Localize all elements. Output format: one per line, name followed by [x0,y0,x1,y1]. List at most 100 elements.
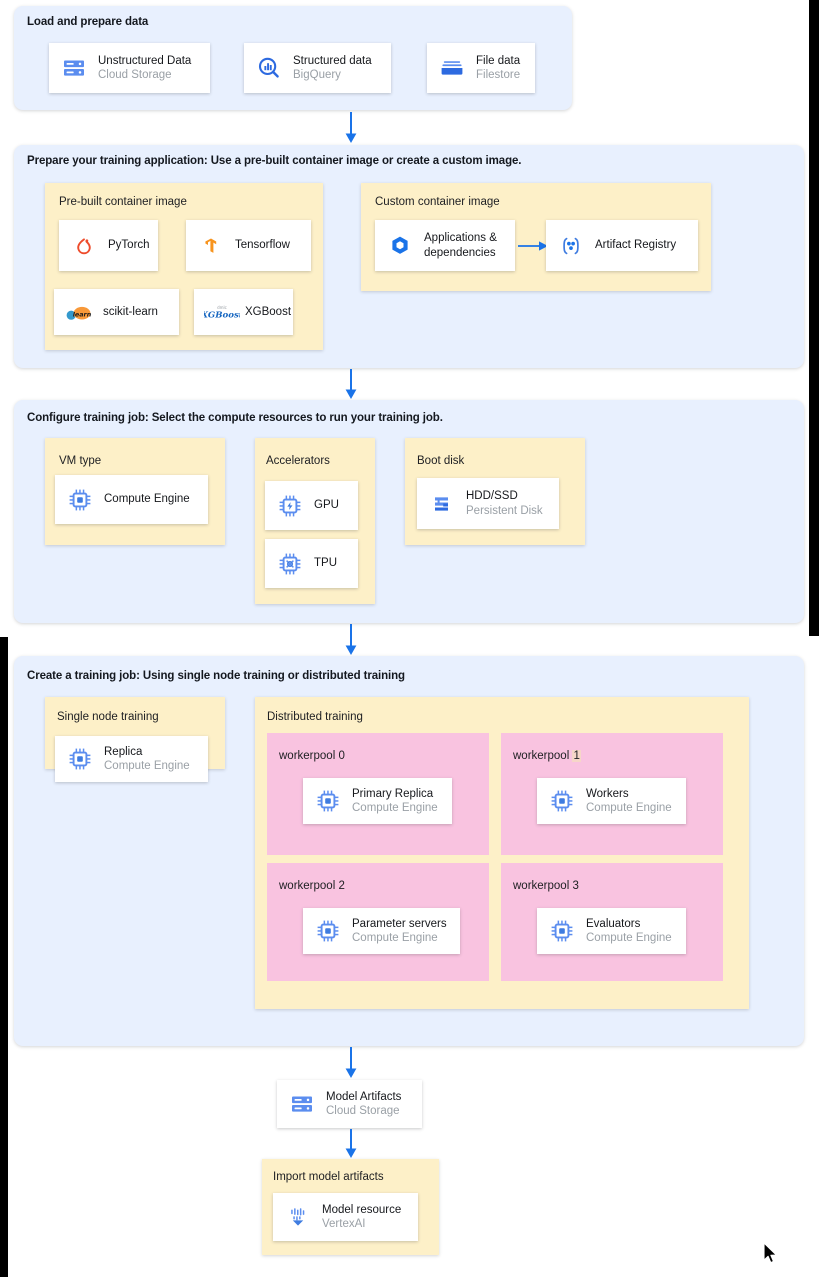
card-title: HDD/SSD [466,490,518,503]
card-unstructured-data[interactable]: Unstructured Data Cloud Storage [49,43,210,93]
card-subtitle: VertexAI [322,1218,366,1230]
group-custom-title: Custom container image [375,196,500,208]
connector-load-to-prepare [343,112,359,144]
card-file-data[interactable]: File data Filestore [427,43,535,93]
screen-edge-band-right [809,0,819,636]
card-parameter-servers[interactable]: Parameter servers Compute Engine [303,908,474,968]
group-vm-type-title: VM type [59,455,102,467]
card-compute-engine-vm[interactable]: Compute Engine [55,475,208,524]
filestore-icon [437,53,467,83]
card-title: Structured data [293,54,372,67]
card-subtitle: Compute Engine [586,932,672,944]
card-model-artifacts[interactable]: Model Artifacts Cloud Storage [277,1080,422,1128]
card-subtitle: Filestore [476,69,521,81]
scikit-learn-icon: learn [64,297,94,327]
card-subtitle: Persistent Disk [466,504,543,517]
pool-workerpool-0-title: workerpool 0 [279,750,345,762]
screen-edge-band-left [0,637,8,1277]
svg-text:learn: learn [73,311,92,319]
persistent-disk-icon [427,489,457,519]
card-title: Primary Replica [352,787,434,800]
pool-workerpool-1-title: workerpool 1 [513,750,581,762]
card-artifact-registry[interactable]: Artifact Registry [546,220,698,271]
svg-text:dmlc: dmlc [217,305,227,310]
card-title: Evaluators [586,917,641,930]
card-title: Workers [586,787,629,800]
artifact-registry-icon [556,231,586,261]
tpu-chip-icon [275,549,305,579]
gpu-chip-icon [275,491,305,521]
pool-label: workerpool [513,750,573,762]
group-accelerators-title: Accelerators [266,455,330,467]
card-xgboost[interactable]: dmlc XGBoost XGBoost [194,289,293,335]
container-icon [385,231,415,261]
card-applications-and-dependencies[interactable]: Applications & dependencies [375,220,515,271]
card-pytorch[interactable]: PyTorch [59,220,158,271]
card-subtitle: Compute Engine [104,760,190,772]
card-title: scikit-learn [103,305,158,318]
connector-artifacts-to-import [343,1129,359,1159]
pool-label: workerpool 0 [279,750,345,762]
group-pre-built-title: Pre-built container image [59,196,187,208]
pytorch-icon [69,231,99,261]
svg-text:XGBoost: XGBoost [204,311,240,321]
card-subtitle: Cloud Storage [326,1105,400,1117]
cpu-chip-icon [313,916,343,946]
card-title: File data [476,54,521,67]
card-title: Compute Engine [104,493,190,506]
card-title: GPU [314,499,339,512]
card-structured-data[interactable]: Structured data BigQuery [244,43,391,93]
pool-workerpool-2-title: workerpool 2 [279,880,345,892]
stage-create-title: Create a training job: Using single node… [27,670,405,682]
pool-label: workerpool 3 [513,880,579,892]
cpu-chip-icon [547,786,577,816]
connector-configure-to-create [343,624,359,656]
connector-create-to-model-artifacts [343,1047,359,1079]
card-title: Model resource [322,1203,402,1216]
card-title: Tensorflow [235,239,290,252]
vertex-ai-icon [283,1202,313,1232]
card-scikit-learn[interactable]: learn scikit-learn [54,289,179,335]
card-title: Model Artifacts [326,1090,402,1103]
card-workers[interactable]: Workers Compute Engine [537,778,700,838]
card-title: TPU [314,557,337,570]
group-distributed-title: Distributed training [267,711,363,723]
card-title: Applications & dependencies [424,232,497,259]
card-tensorflow[interactable]: Tensorflow [186,220,311,271]
card-evaluators[interactable]: Evaluators Compute Engine [537,908,700,968]
connector-prepare-to-configure [343,369,359,400]
cpu-chip-icon [547,916,577,946]
bigquery-icon [254,53,284,83]
card-subtitle: Cloud Storage [98,69,172,81]
card-replica[interactable]: Replica Compute Engine [55,736,208,782]
stage-prepare-title: Prepare your training application: Use a… [27,155,522,167]
card-model-resource[interactable]: Model resource VertexAI [273,1193,418,1241]
card-title: Artifact Registry [595,239,677,252]
cpu-chip-icon [65,485,95,515]
card-subtitle: Compute Engine [586,802,672,814]
mouse-cursor [763,1242,780,1271]
cloud-storage-icon [287,1089,317,1119]
connector-apps-to-artifact-registry [518,240,549,252]
xgboost-icon: dmlc XGBoost [204,297,240,327]
cloud-storage-icon [59,53,89,83]
tensorflow-icon [196,231,226,261]
card-title: XGBoost [245,305,292,318]
pool-workerpool-3-title: workerpool 3 [513,880,579,892]
pool-index-highlight: 1 [572,750,581,762]
card-primary-replica[interactable]: Primary Replica Compute Engine [303,778,466,838]
card-title: Parameter servers [352,917,447,930]
group-boot-disk-title: Boot disk [417,455,465,467]
pool-label: workerpool 2 [279,880,345,892]
card-title: Unstructured Data [98,54,192,67]
card-title: Replica [104,745,143,758]
card-tpu[interactable]: TPU [265,539,358,588]
group-single-node-title: Single node training [57,711,159,723]
card-hdd-ssd[interactable]: HDD/SSD Persistent Disk [417,478,559,529]
card-subtitle: Compute Engine [352,802,438,814]
stage-configure-title: Configure training job: Select the compu… [27,412,443,424]
cpu-chip-icon [65,744,95,774]
group-import-title: Import model artifacts [273,1171,384,1183]
card-gpu[interactable]: GPU [265,481,358,530]
